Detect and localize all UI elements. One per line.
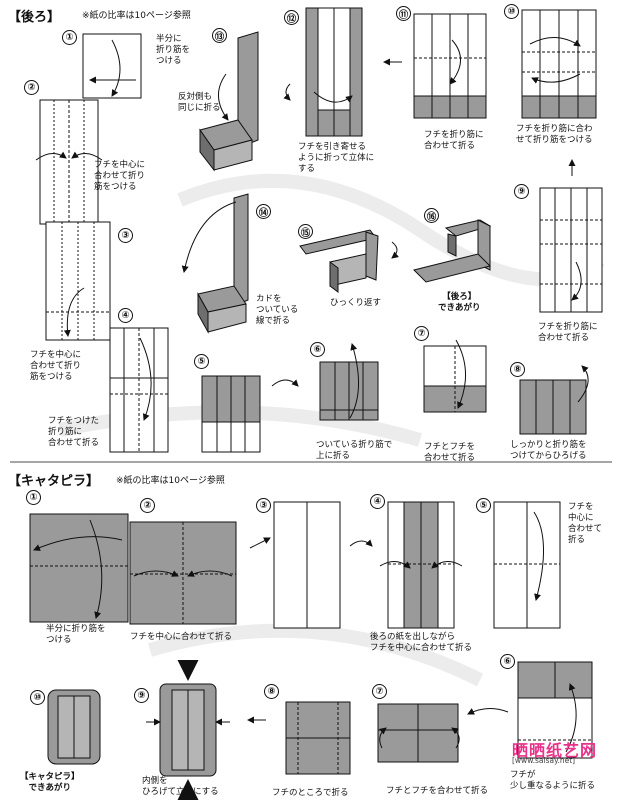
back-step4-number: ④ bbox=[118, 308, 133, 323]
back-step8-paper bbox=[519, 365, 589, 435]
cat-step2-caption: フチを中心に合わせて折る bbox=[130, 632, 233, 642]
back-step16-paper bbox=[413, 219, 492, 283]
cat-step3-number: ③ bbox=[256, 498, 271, 513]
back-step12-paper bbox=[283, 7, 363, 137]
back-step7-caption: フチとフチを 合わせて折る bbox=[424, 442, 476, 463]
cat-step1-caption: 半分に折り筋を つける bbox=[46, 624, 106, 645]
back-step15-caption: ひっくり返す bbox=[330, 298, 382, 308]
cat-step9-number: ⑨ bbox=[134, 688, 149, 703]
cat-step2-number: ② bbox=[140, 498, 155, 513]
back-step12-number: ⑫ bbox=[284, 10, 299, 25]
cat-step6-paper bbox=[467, 661, 593, 759]
back-step1-paper bbox=[82, 33, 142, 99]
cat-step5-number: ⑤ bbox=[476, 498, 491, 513]
back-step13-paper bbox=[199, 31, 259, 172]
back-step11-caption: フチを折り筋に 合わせて折る bbox=[424, 130, 484, 151]
back-step10-number: ⑩ bbox=[504, 4, 519, 19]
back-step14-caption: カドを ついている 線で折る bbox=[256, 294, 299, 326]
cat-step6-caption: フチが 少し重なるように折る bbox=[510, 770, 596, 791]
back-step9-number: ⑨ bbox=[514, 184, 529, 199]
back-step11-number: ⑪ bbox=[396, 6, 411, 21]
cat-step4-paper bbox=[379, 501, 463, 629]
back-step3-caption: フチを中心に 合わせて折り 筋をつける bbox=[30, 350, 82, 382]
back-step4-caption: フチをつけた 折り筋に 合わせて折る bbox=[48, 416, 100, 448]
cat-step2-paper bbox=[129, 521, 271, 625]
back-step10-paper bbox=[521, 9, 597, 119]
back-step5-number: ⑤ bbox=[194, 354, 209, 369]
back-step7-paper bbox=[423, 339, 487, 413]
back-step4-paper bbox=[109, 327, 169, 453]
cat-step1-paper bbox=[29, 513, 129, 623]
back-step9-caption: フチを折り筋に 合わせて折る bbox=[538, 322, 598, 343]
cat-step6-number: ⑥ bbox=[500, 654, 515, 669]
cat-step9-paper bbox=[146, 660, 230, 800]
cat-step8-paper bbox=[247, 701, 351, 775]
back-step6-number: ⑥ bbox=[310, 342, 325, 357]
back-step14-paper bbox=[181, 193, 249, 334]
section-header-back: 【後ろ】 bbox=[8, 10, 61, 25]
back-step13-caption: 反対側も 同じに折る bbox=[178, 92, 221, 113]
cat-step10-caption: 【キャタピラ】 できあがり bbox=[20, 772, 80, 793]
cat-step5-paper bbox=[493, 501, 561, 629]
back-step14-number: ⑭ bbox=[256, 204, 271, 219]
cat-step4-caption: 後ろの紙を出しながら フチを中心に合わせて折る bbox=[370, 632, 473, 653]
back-step15-paper bbox=[299, 229, 399, 293]
cat-step10-paper bbox=[47, 689, 101, 765]
back-step9-paper bbox=[539, 159, 603, 313]
cat-step7-caption: フチとフチを合わせて折る bbox=[386, 786, 489, 796]
cat-step1-number: ① bbox=[26, 490, 41, 505]
cat-step8-caption: フチのところで折る bbox=[272, 788, 349, 798]
back-step16-caption: 【後ろ】 できあがり bbox=[438, 292, 481, 313]
cat-step4-number: ④ bbox=[370, 494, 385, 509]
back-step1-number: ① bbox=[62, 30, 77, 45]
cat-step5-caption: フチを 中心に 合わせて 折る bbox=[568, 502, 603, 545]
back-step10-caption: フチを折り筋に合わ せて折り筋をつける bbox=[516, 124, 593, 145]
cat-step7-paper bbox=[377, 703, 460, 763]
cat-step3-paper bbox=[273, 501, 373, 629]
back-step15-number: ⑮ bbox=[298, 224, 313, 239]
cat-step10-number: ⑩ bbox=[30, 690, 45, 705]
back-step12-caption: フチを引き寄せる ように折って立体に する bbox=[298, 142, 375, 174]
ratio-note-caterpillar: ※紙の比率は10ページ参照 bbox=[116, 476, 225, 486]
cat-step8-number: ⑧ bbox=[264, 684, 279, 699]
back-step6-paper bbox=[319, 343, 379, 421]
back-step16-number: ⑯ bbox=[424, 208, 439, 223]
ratio-note-back: ※紙の比率は10ページ参照 bbox=[82, 11, 191, 21]
back-step1-caption: 半分に 折り筋を つける bbox=[156, 34, 191, 66]
back-step2-number: ② bbox=[24, 80, 39, 95]
back-step11-paper bbox=[383, 13, 487, 119]
watermark-brand: 晒晒纸艺网 bbox=[512, 741, 598, 760]
back-step2-paper bbox=[35, 99, 103, 225]
back-step3-paper bbox=[45, 221, 111, 341]
back-step13-number: ⑬ bbox=[212, 28, 227, 43]
back-step8-number: ⑧ bbox=[510, 362, 525, 377]
back-step2-caption: フチを中心に 合わせて折り 筋をつける bbox=[94, 160, 146, 192]
back-step8-caption: しっかりと折り筋を つけてからひろげる bbox=[510, 440, 587, 461]
watermark-url: [www.saisay.net] bbox=[512, 756, 576, 765]
cat-step9-caption: 内側を ひろげて立体にする bbox=[142, 776, 219, 797]
back-step7-number: ⑦ bbox=[414, 326, 429, 341]
back-step3-number: ③ bbox=[118, 228, 133, 243]
back-step6-caption: ついている折り筋で 上に折る bbox=[316, 440, 393, 461]
section-header-caterpillar: 【キャタピラ】 bbox=[8, 474, 100, 489]
back-step5-paper bbox=[201, 375, 299, 453]
cat-step7-number: ⑦ bbox=[372, 684, 387, 699]
